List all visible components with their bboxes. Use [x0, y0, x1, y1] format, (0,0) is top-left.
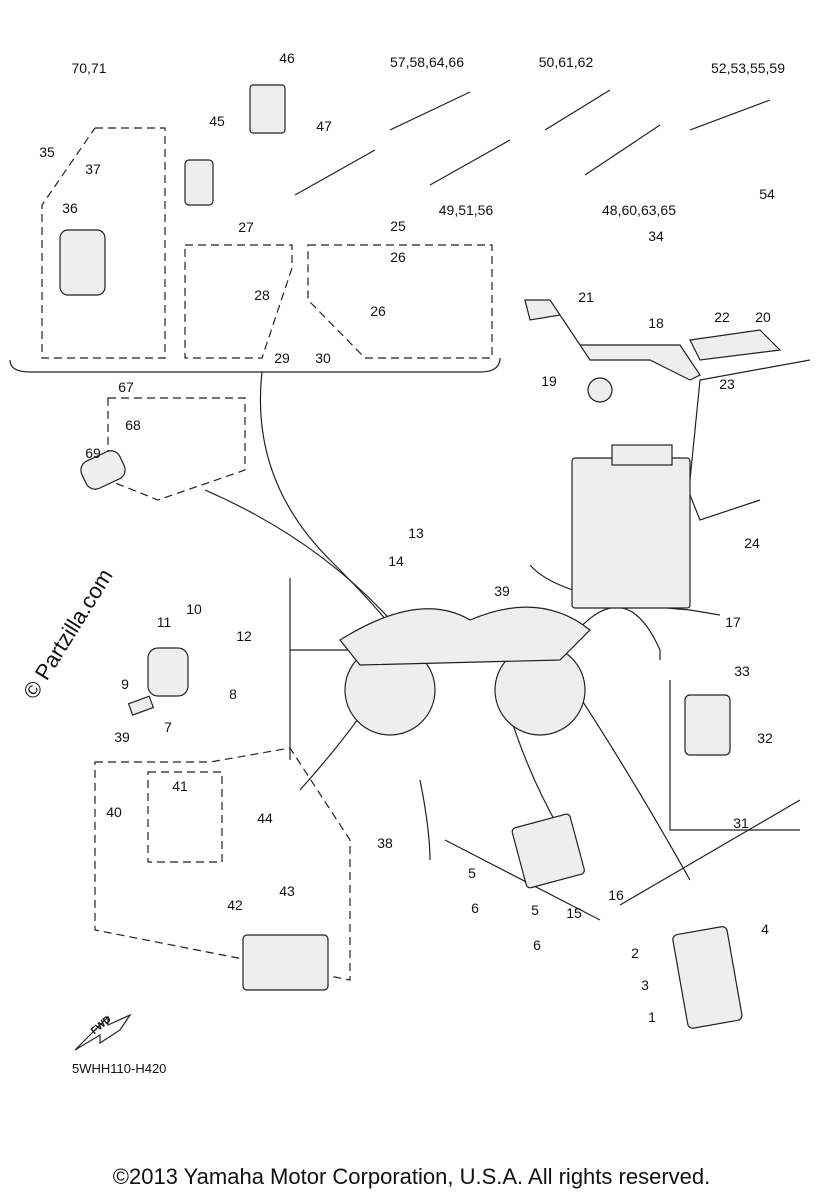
callout: 40	[106, 804, 122, 820]
callout: 54	[759, 186, 775, 202]
callout: 24	[744, 535, 760, 551]
callout: 70,71	[71, 60, 107, 76]
callout: 32	[757, 730, 773, 746]
callout: 30	[315, 350, 331, 366]
callout: 50,61,62	[538, 54, 594, 70]
callout: 7	[164, 719, 172, 735]
ignition-coil	[147, 647, 189, 697]
grommet-19	[587, 377, 613, 403]
group-boxes	[41, 127, 493, 981]
fwd-arrow-icon	[74, 1013, 132, 1051]
callout: 22	[714, 309, 730, 325]
callout: 44	[257, 810, 273, 826]
ignition-switch-box	[41, 127, 166, 359]
diagram-code: 5WHH110-H420	[72, 1061, 167, 1076]
callout: 19	[541, 373, 557, 389]
callout: 31	[733, 815, 749, 831]
callout: 10	[186, 601, 202, 617]
callout: 42	[227, 897, 243, 913]
callout: 8	[229, 686, 237, 702]
callout: 5	[531, 902, 539, 918]
callout: 39	[114, 729, 130, 745]
callout: 35	[39, 144, 55, 160]
callout: 57,58,64,66	[390, 54, 464, 70]
callout: 38	[377, 835, 393, 851]
callout: 9	[121, 676, 129, 692]
callout: 21	[578, 289, 594, 305]
callout: 23	[719, 376, 735, 392]
callout: 2	[631, 945, 639, 961]
callout: 20	[755, 309, 771, 325]
callout: 26	[370, 303, 386, 319]
relay-46	[249, 84, 286, 134]
cover-20	[689, 329, 782, 361]
callout: 43	[279, 883, 295, 899]
callout: 12	[236, 628, 252, 644]
socket-69	[80, 450, 126, 490]
callout: 3	[641, 977, 649, 993]
callout: 6	[471, 900, 479, 916]
callout: 36	[62, 200, 78, 216]
bracket-18	[524, 299, 701, 381]
callout: 37	[85, 161, 101, 177]
callout: 25	[390, 218, 406, 234]
callout: 4	[761, 921, 769, 937]
callout: 69	[85, 445, 101, 461]
callout: 39	[494, 583, 510, 599]
callout: 47	[316, 118, 332, 134]
harness-box-39	[94, 747, 351, 981]
callout: 48,60,63,65	[602, 202, 676, 218]
ties	[294, 89, 771, 196]
callout: 46	[279, 50, 295, 66]
callout: 45	[209, 113, 225, 129]
callout: 33	[734, 663, 750, 679]
callout: 49,51,56	[438, 202, 494, 218]
callout: 41	[172, 778, 188, 794]
callout: 13	[408, 525, 424, 541]
callout: 27	[238, 219, 254, 235]
atv-body	[339, 606, 591, 666]
callout: 26	[390, 249, 406, 265]
battery	[571, 457, 691, 609]
callout: 29	[274, 350, 290, 366]
callout: 14	[388, 553, 404, 569]
callout: 1	[648, 1009, 656, 1025]
cdi-unit	[672, 926, 743, 1029]
fuse-box	[242, 934, 329, 991]
callout: 6	[533, 937, 541, 953]
connector-box-40	[147, 771, 223, 863]
callout: 5	[468, 865, 476, 881]
rectifier	[511, 813, 585, 889]
sensor-box-27	[184, 244, 293, 359]
callout: 52,53,55,59	[711, 60, 785, 76]
callout: 18	[648, 315, 664, 331]
part-45	[184, 159, 214, 206]
callout: 17	[725, 614, 741, 630]
sensor-box-25	[307, 244, 493, 359]
callout: 67	[118, 379, 134, 395]
callout: 34	[648, 228, 664, 244]
callout: 16	[608, 887, 624, 903]
callout: 15	[566, 905, 582, 921]
callout: 11	[156, 614, 172, 630]
ignition-switch	[59, 229, 106, 296]
copyright-footer: ©2013 Yamaha Motor Corporation, U.S.A. A…	[112, 1164, 711, 1189]
callout: 68	[125, 417, 141, 433]
callout: 28	[254, 287, 270, 303]
starter-relay	[684, 694, 731, 756]
part-shapes	[59, 84, 782, 1029]
socket-box-67	[107, 397, 246, 501]
